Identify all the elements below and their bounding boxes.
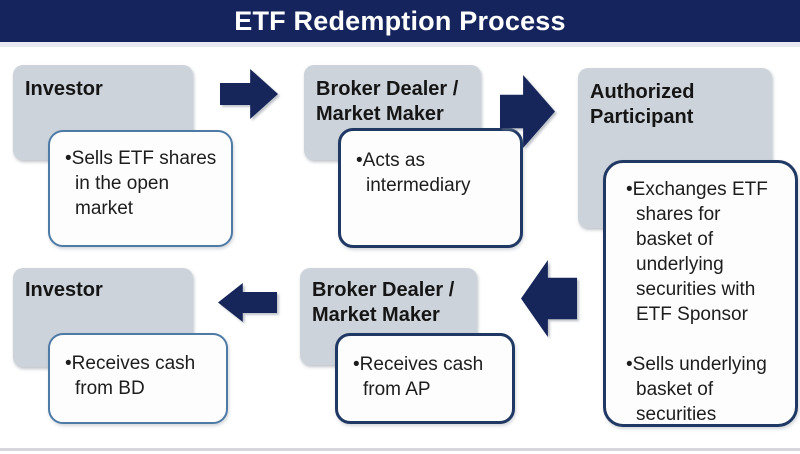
callout-investor-sell: •Sells ETF shares in the open market xyxy=(48,130,233,247)
arrow-left-shape xyxy=(218,283,277,322)
callout-bullet: •Receives cash from BD xyxy=(65,353,196,399)
arrow-left-icon xyxy=(521,260,577,337)
callout-broker-dealer-bottom: •Receives cash from AP xyxy=(335,333,515,424)
step-label: Broker Dealer / Market Maker xyxy=(316,78,459,125)
arrow-right-icon xyxy=(220,69,278,119)
callout-bullet: •Exchanges ETF shares for basket of unde… xyxy=(626,179,768,325)
bottom-divider xyxy=(0,448,800,451)
callout-authorized-participant: •Exchanges ETF shares for basket of unde… xyxy=(603,160,798,427)
callout-bullet: •Sells ETF shares in the open market xyxy=(65,148,217,219)
step-label: Authorized Participant xyxy=(590,81,695,128)
arrow-left-icon xyxy=(218,283,277,322)
step-label: Investor xyxy=(25,78,103,100)
arrow-right-shape xyxy=(220,69,278,119)
page-title: ETF Redemption Process xyxy=(234,5,566,36)
step-label: Broker Dealer / Market Maker xyxy=(312,279,455,326)
callout-broker-dealer-top: •Acts as intermediary xyxy=(338,128,523,248)
title-banner: ETF Redemption Process xyxy=(0,0,800,47)
callout-bullet: •Sells underlying basket of securities xyxy=(626,354,767,425)
callout-bullet: •Receives cash from AP xyxy=(353,354,484,400)
callout-bullet: •Acts as intermediary xyxy=(356,150,471,196)
arrow-right-icon xyxy=(500,75,555,148)
arrow-right-shape xyxy=(500,75,555,148)
arrow-left-shape xyxy=(521,260,577,337)
callout-investor-receive: •Receives cash from BD xyxy=(48,333,228,424)
step-label: Investor xyxy=(25,279,103,301)
